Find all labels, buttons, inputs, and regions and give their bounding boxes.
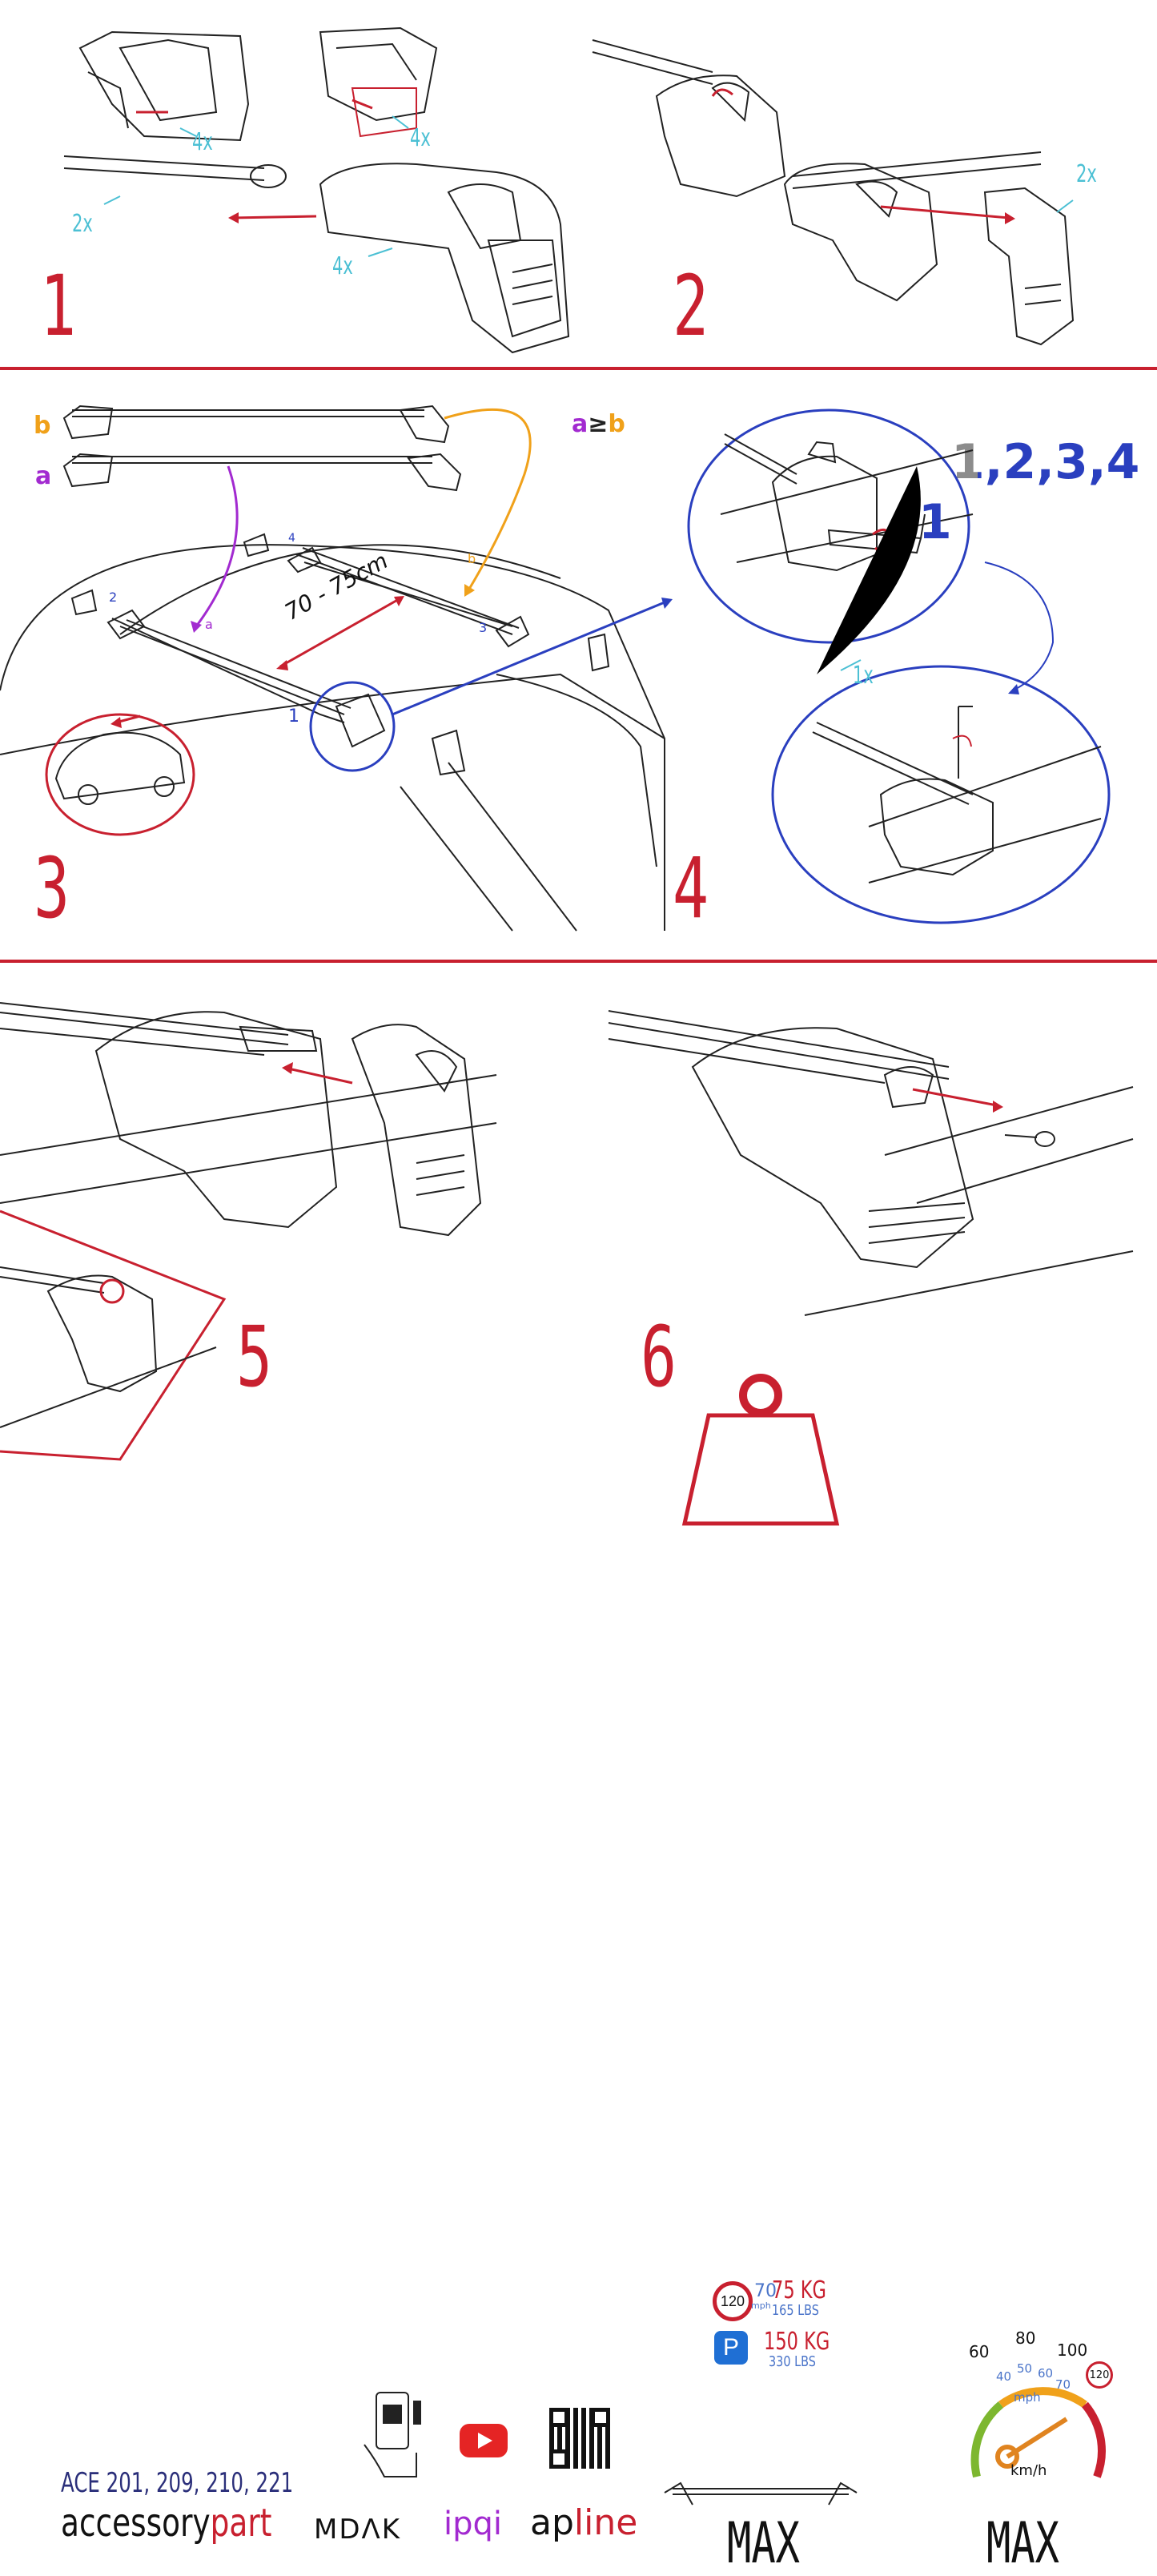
static-load-lbs: 330 LBS — [769, 2353, 816, 2370]
arrow-label-a: a — [205, 617, 213, 632]
step1-count-foot-hooks: 4x — [192, 128, 213, 156]
youtube-icon[interactable] — [460, 2424, 508, 2457]
weight-icon — [681, 1374, 840, 1526]
divider-top — [0, 367, 1157, 370]
gauge-80: 80 — [1015, 2328, 1036, 2348]
apline-logo-b: line — [573, 2502, 638, 2543]
gauge-mph-60: 60 — [1038, 2366, 1054, 2381]
divider-middle — [0, 960, 1157, 963]
length-rule: a≥b — [572, 410, 625, 438]
step3-illustration — [0, 405, 673, 932]
gauge-mph-70: 70 — [1055, 2377, 1071, 2392]
gauge-120-badge: 120 — [1086, 2361, 1113, 2389]
parking-icon: P — [714, 2331, 748, 2365]
mdak-logo: MDΛK — [314, 2514, 402, 2546]
ipqi-logo: ipqi — [444, 2506, 503, 2542]
foot-position-3: 3 — [479, 620, 488, 635]
max-load-label: MAX — [727, 2510, 801, 2576]
allen-key-count: 1x — [853, 662, 874, 690]
panel-steps-5-6: 5 6 120 70 mph 75 KG 165 LBS P 150 KG 33… — [0, 963, 1157, 2576]
speed-limit-value: 120 — [720, 2293, 745, 2309]
step-number-3: 3 — [34, 839, 70, 937]
static-load-kg: 150 KG — [764, 2328, 830, 2356]
step1-count-bars: 2x — [72, 210, 93, 238]
speed-mph-unit: mph — [751, 2300, 771, 2311]
parking-letter: P — [722, 2334, 739, 2361]
dynamic-load-kg: 75 KG — [772, 2276, 826, 2304]
foot-position-2: 2 — [109, 590, 118, 605]
step1-illustration — [63, 26, 570, 354]
step5-illustration — [0, 1002, 497, 1461]
foot-position-4: 4 — [288, 532, 295, 545]
bar-label-a: a — [35, 462, 52, 490]
max-speed-label: MAX — [986, 2510, 1060, 2576]
gauge-100: 100 — [1057, 2341, 1088, 2360]
length-rule-text: a≥b — [572, 410, 625, 438]
gauge-60: 60 — [969, 2342, 990, 2361]
gauge-mph-unit: mph — [1014, 2390, 1041, 2405]
phone-qr-scan-icon — [364, 2392, 421, 2477]
accessorypart-logo: accessorypart — [61, 2501, 271, 2546]
bar-label-b: b — [34, 412, 51, 440]
step1-count-pads: 4x — [410, 124, 431, 152]
gauge-mph-40: 40 — [996, 2369, 1012, 2384]
step1-count-feet: 4x — [332, 252, 353, 280]
dynamic-load-lbs: 165 LBS — [772, 2302, 819, 2319]
gauge-mph-50: 50 — [1017, 2361, 1033, 2376]
panel-steps-3-4: b a a≥b a b 1 2 3 4 70 - 75cm 3 4 1,2,3,… — [0, 370, 1157, 963]
step2-count-keys: 2x — [1076, 160, 1097, 188]
speed-limit-badge: 120 — [713, 2281, 753, 2321]
foot-position-1: 1 — [288, 706, 299, 727]
step-number-6: 6 — [641, 1308, 677, 1406]
step6-illustration — [608, 1010, 1134, 1316]
gauge-120: 120 — [1089, 2369, 1110, 2381]
step-number-4: 4 — [673, 839, 709, 937]
step-number-5: 5 — [236, 1308, 273, 1406]
step-number-1: 1 — [40, 257, 77, 355]
step4-illustration — [687, 409, 1111, 924]
step2-illustration — [592, 39, 1075, 346]
gauge-kmh-unit: km/h — [1010, 2462, 1047, 2479]
qr-code-icon[interactable] — [549, 2408, 610, 2469]
accessorypart-logo-accent: part — [210, 2501, 272, 2546]
compatible-models: ACE 201, 209, 210, 221 — [61, 2467, 294, 2499]
step-number-2: 2 — [673, 257, 709, 355]
accessorypart-logo-main: accessory — [61, 2501, 211, 2546]
tighten-order: 1,2,3,4 — [951, 434, 1140, 490]
panel-steps-1-2: 4x 4x 2x 4x 1 2x 2 — [0, 0, 1157, 368]
arrow-label-b: b — [468, 551, 476, 566]
detail-number-1: 1 — [918, 494, 952, 550]
apline-logo-a: ap — [530, 2502, 574, 2543]
apline-logo: apline — [530, 2502, 637, 2543]
